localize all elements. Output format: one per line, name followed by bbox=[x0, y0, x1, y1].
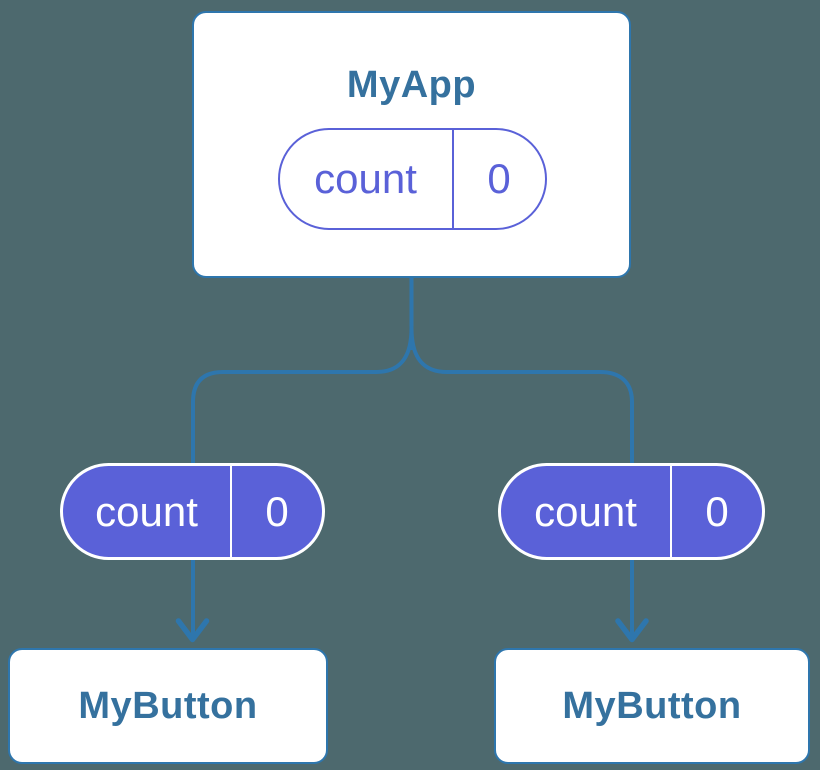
child-prop-pill-left: count 0 bbox=[60, 463, 325, 560]
child-prop-pill-right: count 0 bbox=[498, 463, 765, 560]
child-component-label: MyButton bbox=[562, 684, 742, 727]
prop-value-label: 0 bbox=[670, 466, 762, 557]
child-component-label: MyButton bbox=[78, 684, 258, 727]
state-value-label: 0 bbox=[451, 129, 545, 228]
child-component-card-right: MyButton bbox=[494, 648, 810, 764]
root-component-card: MyApp count 0 bbox=[192, 11, 631, 278]
arrowhead-left-icon bbox=[175, 618, 210, 643]
prop-value-label: 0 bbox=[230, 466, 322, 557]
prop-name-label: count bbox=[534, 487, 637, 535]
child-component-card-left: MyButton bbox=[8, 648, 328, 764]
prop-name-label: count bbox=[95, 487, 198, 535]
root-component-label: MyApp bbox=[346, 64, 477, 106]
arrowhead-right-icon bbox=[615, 618, 649, 643]
root-state-pill: count 0 bbox=[277, 127, 547, 230]
state-name-label: count bbox=[314, 154, 417, 202]
